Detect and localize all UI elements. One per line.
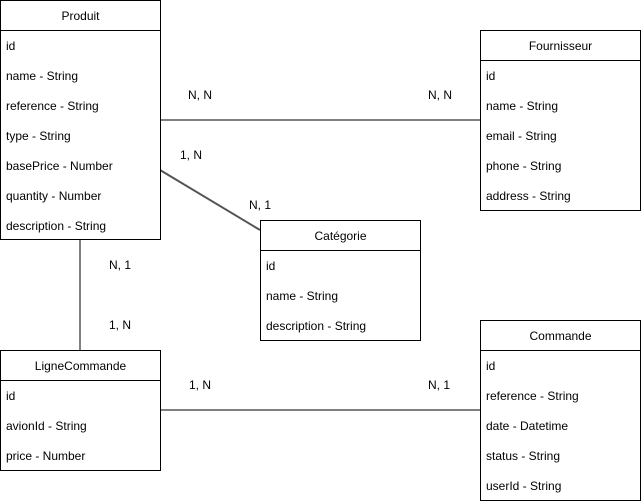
entity-fournisseur[interactable]: Fournisseur id name - String email - Str… bbox=[480, 30, 641, 211]
attribute-id: id bbox=[6, 39, 16, 53]
cardinality-produit-categorie-left: 1, N bbox=[180, 148, 203, 162]
cardinality-lignecommande-commande-left: 1, N bbox=[189, 378, 212, 392]
cardinality-produit-lignecommande-bottom: 1, N bbox=[109, 318, 132, 332]
entity-produit[interactable]: Produit id name - String reference - Str… bbox=[0, 0, 161, 240]
entity-title: Catégorie bbox=[261, 221, 420, 251]
cardinality-produit-lignecommande-top: N, 1 bbox=[109, 258, 132, 272]
cardinality-produit-fournisseur-right: N, N bbox=[428, 88, 452, 102]
attribute-status: status - String bbox=[486, 449, 561, 463]
attribute-price: price - Number bbox=[6, 449, 86, 463]
attribute-description: description - String bbox=[266, 319, 367, 333]
cardinality-lignecommande-commande-right: N, 1 bbox=[428, 378, 451, 392]
attribute-id: id bbox=[486, 359, 496, 373]
attribute-id: id bbox=[486, 69, 496, 83]
entity-commande[interactable]: Commande id reference - String date - Da… bbox=[480, 320, 641, 501]
attribute-reference: reference - String bbox=[486, 389, 579, 403]
attribute-date: date - Datetime bbox=[486, 419, 569, 433]
attribute-address: address - String bbox=[486, 189, 571, 203]
cardinality-produit-fournisseur-left: N, N bbox=[188, 88, 212, 102]
entity-title: LigneCommande bbox=[1, 351, 160, 381]
attribute-name: name - String bbox=[266, 289, 339, 303]
attribute-baseprice: basePrice - Number bbox=[6, 159, 113, 173]
entity-categorie[interactable]: Catégorie id name - String description -… bbox=[260, 220, 421, 341]
attribute-phone: phone - String bbox=[486, 159, 562, 173]
cardinality-produit-categorie-right: N, 1 bbox=[249, 198, 272, 212]
entity-title: Commande bbox=[481, 321, 640, 351]
entity-title: Produit bbox=[1, 1, 160, 31]
attribute-reference: reference - String bbox=[6, 99, 99, 113]
entity-lignecommande[interactable]: LigneCommande id avionId - String price … bbox=[0, 350, 161, 471]
attribute-id: id bbox=[6, 389, 16, 403]
attribute-userid: userId - String bbox=[486, 479, 562, 493]
attribute-name: name - String bbox=[6, 69, 79, 83]
attribute-quantity: quantity - Number bbox=[6, 189, 102, 203]
attribute-avionid: avionId - String bbox=[6, 419, 87, 433]
produit-categorie-line bbox=[159, 169, 261, 231]
attribute-description: description - String bbox=[6, 219, 107, 233]
attribute-id: id bbox=[266, 259, 276, 273]
attribute-email: email - String bbox=[486, 129, 557, 143]
attribute-type: type - String bbox=[6, 129, 71, 143]
entity-title: Fournisseur bbox=[481, 31, 640, 61]
attribute-name: name - String bbox=[486, 99, 559, 113]
